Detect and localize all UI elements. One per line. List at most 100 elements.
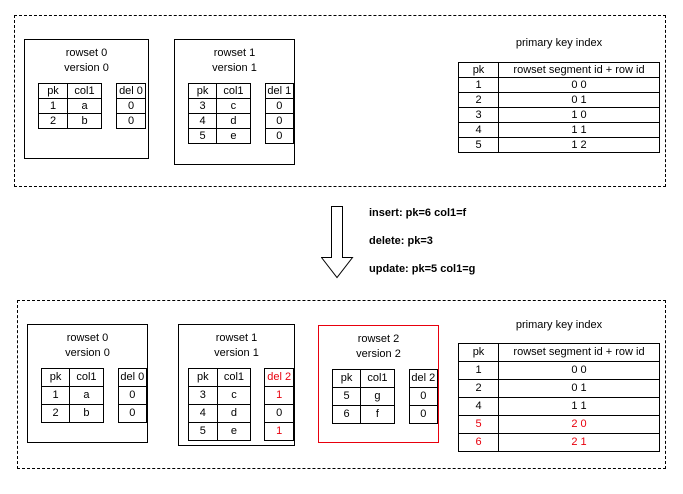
table-cell: 0 xyxy=(264,404,294,423)
table-cell: 0 xyxy=(116,98,146,114)
table-cell: 1 2 xyxy=(498,137,660,153)
table-row: del 0 xyxy=(116,83,146,99)
table-cell: del 2 xyxy=(408,369,439,388)
table-cell: 1 xyxy=(40,386,71,405)
table-row: 0 xyxy=(264,113,295,129)
table-cell: 2 0 xyxy=(498,415,660,434)
table-cell: 0 0 xyxy=(498,361,660,380)
rowset-title: rowset 0 version 0 xyxy=(25,40,148,76)
table-cell: 5 xyxy=(188,422,218,441)
table-cell: 0 1 xyxy=(498,379,660,398)
table-cell: del 0 xyxy=(116,83,146,99)
table-row: 0 xyxy=(408,387,439,406)
table-cell: 0 1 xyxy=(498,92,660,108)
pk-index-title: primary key index xyxy=(515,319,603,331)
table-cell: 2 1 xyxy=(498,433,660,452)
table-cell: 4 xyxy=(188,404,218,423)
table-cell: 1 0 xyxy=(498,107,660,123)
operation-update: update: pk=5 col1=g xyxy=(369,263,476,275)
rowset-version: version 0 xyxy=(64,62,109,74)
table-cell: 0 xyxy=(116,113,146,129)
table-cell: d xyxy=(216,113,251,129)
table-cell: 5 xyxy=(187,128,218,144)
table-cell: 1 xyxy=(38,98,68,114)
table-cell: 2 xyxy=(458,379,499,398)
table-row: del 1 xyxy=(264,83,295,99)
table-cell: 4 xyxy=(458,397,499,416)
table-row: del 2 xyxy=(408,369,439,388)
table-row: 1 xyxy=(264,422,294,441)
table-cell: 2 xyxy=(38,113,68,129)
table-cell: 1 1 xyxy=(498,397,660,416)
down-arrow-icon xyxy=(320,206,354,279)
table-cell: pk xyxy=(458,62,499,78)
table-cell: f xyxy=(360,405,395,424)
table-cell: col1 xyxy=(67,83,102,99)
rowset-name: rowset 1 xyxy=(213,47,256,59)
table-cell: del 1 xyxy=(264,83,295,99)
table-cell: pk xyxy=(40,368,71,387)
rowset-title: rowset 1 version 1 xyxy=(175,40,294,76)
table-cell: a xyxy=(69,386,104,405)
table-cell: c xyxy=(216,98,251,114)
table-cell: 6 xyxy=(331,405,362,424)
table-row: 0 xyxy=(264,404,294,423)
table-cell: 5 xyxy=(458,137,499,153)
rowset-name: rowset 2 xyxy=(357,333,400,345)
table-cell: pk xyxy=(188,368,218,387)
table-row: 0 xyxy=(264,128,295,144)
table-cell: 1 1 xyxy=(498,122,660,138)
table-cell: rowset segment id + row id xyxy=(498,343,660,362)
table-cell: 0 xyxy=(264,128,295,144)
table-cell: 4 xyxy=(187,113,218,129)
table-cell: pk xyxy=(187,83,218,99)
rowset-name: rowset 0 xyxy=(65,47,108,59)
table-cell: 0 0 xyxy=(498,77,660,93)
table-cell: 2 xyxy=(458,92,499,108)
pk-index-title: primary key index xyxy=(515,37,603,49)
table-row: del 0 xyxy=(117,368,148,387)
table-cell: 3 xyxy=(187,98,218,114)
table-cell: 3 xyxy=(188,386,218,405)
table-cell: c xyxy=(216,386,252,405)
table-cell: 6 xyxy=(458,433,499,452)
table-cell: d xyxy=(216,404,252,423)
table-cell: 2 xyxy=(40,404,71,423)
table-row: 0 xyxy=(264,98,295,114)
table-cell: 1 xyxy=(458,77,499,93)
table-cell: 5 xyxy=(331,387,362,406)
operation-insert: insert: pk=6 col1=f xyxy=(369,207,467,219)
table-cell: col1 xyxy=(360,369,395,388)
